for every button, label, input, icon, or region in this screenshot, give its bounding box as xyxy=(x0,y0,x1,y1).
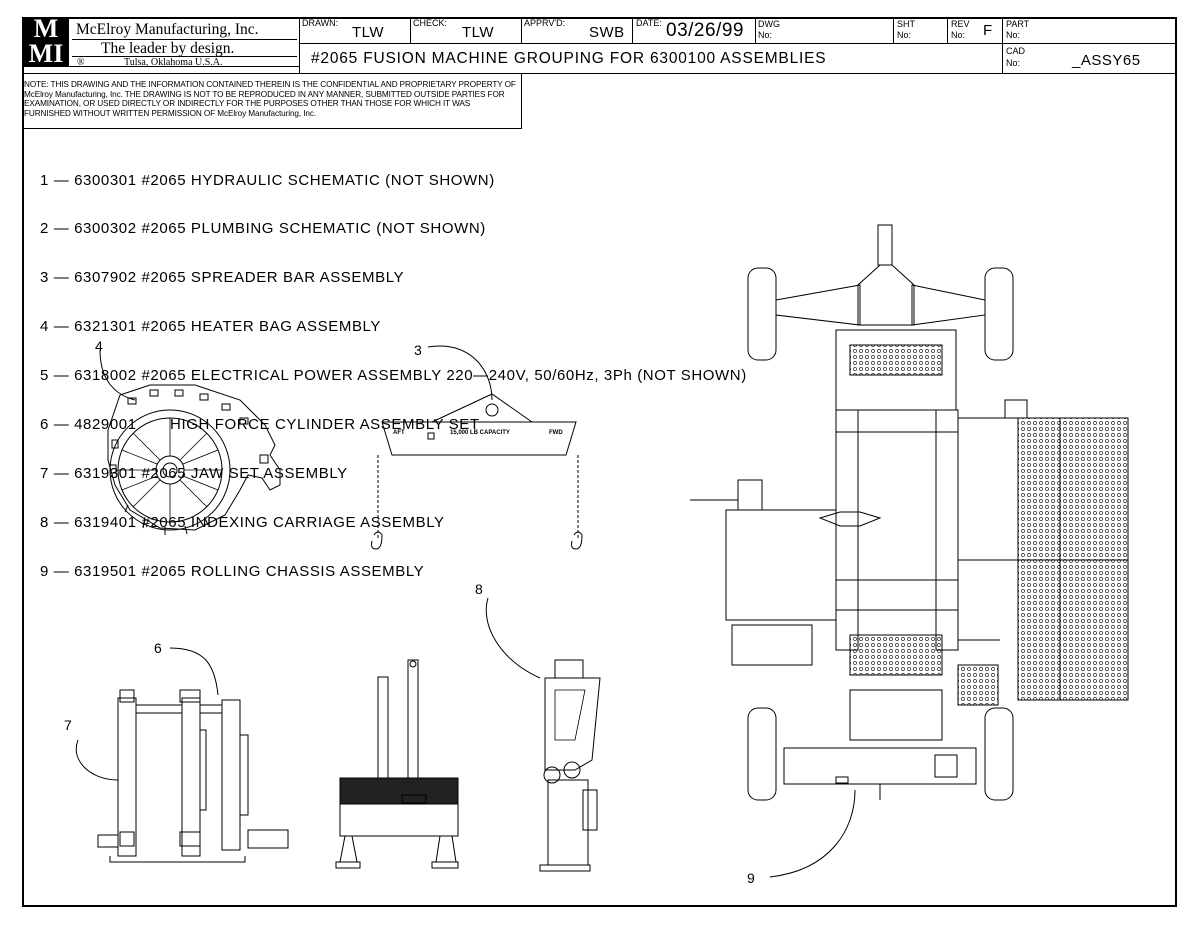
jaw-set-assembly xyxy=(97,689,289,863)
registered-mark: ® xyxy=(77,57,85,68)
callout-8: 8 xyxy=(475,581,483,597)
date-label: DATE: xyxy=(636,18,662,28)
check-label: CHECK: xyxy=(413,18,448,28)
apprvd-value: SWB xyxy=(589,24,625,41)
sht-label: SHT xyxy=(897,19,915,29)
check-value: TLW xyxy=(462,24,495,41)
rev-value: F xyxy=(983,22,993,39)
indexing-carriage-assembly xyxy=(539,659,601,872)
rev-no-label: No: xyxy=(951,30,966,40)
parts-list-item: 2 — 6300302 #2065 PLUMBING SCHEMATIC (NO… xyxy=(40,220,486,238)
leader-8 xyxy=(485,597,541,679)
drawn-label: DRAWN: xyxy=(302,18,339,28)
parts-list-item: 5 — 6318002 #2065 ELECTRICAL POWER ASSEM… xyxy=(40,367,747,385)
parts-list-item: 4 — 6321301 #2065 HEATER BAG ASSEMBLY xyxy=(40,318,381,336)
callout-6: 6 xyxy=(154,640,162,656)
company-name: McElroy Manufacturing, Inc. xyxy=(76,21,259,38)
confidential-note: NOTE: THIS DRAWING AND THE INFORMATION C… xyxy=(24,80,516,118)
callout-9: 9 xyxy=(747,870,755,886)
company-slogan: The leader by design. xyxy=(101,40,235,57)
dwg-no-label: No: xyxy=(758,30,773,40)
company-divider xyxy=(72,39,297,40)
dwg-label: DWG xyxy=(758,19,780,29)
spreader-capacity-label: 15,000 LB CAPACITY xyxy=(450,430,510,436)
parts-list-item: 8 — 6319401 #2065 INDEXING CARRIAGE ASSE… xyxy=(40,513,445,531)
rolling-chassis-assembly xyxy=(690,224,1129,801)
rev-label: REV xyxy=(951,19,970,29)
apprvd-label: APPRV'D: xyxy=(524,18,566,28)
leader-7 xyxy=(75,739,119,781)
cad-cell xyxy=(1002,43,1177,74)
parts-list-item: 3 — 6307902 #2065 SPREADER BAR ASSEMBLY xyxy=(40,269,405,287)
logo-mark: MM MI xyxy=(28,14,64,68)
leader-9 xyxy=(769,789,856,878)
company-divider-2 xyxy=(72,56,297,57)
callout-4: 4 xyxy=(95,338,103,354)
leader-4 xyxy=(99,349,136,401)
logo-block xyxy=(22,17,69,67)
drawn-value: TLW xyxy=(352,24,385,41)
parts-list-item: 6 — 4829001 HIGH FORCE CYLINDER ASSEMBLY… xyxy=(40,416,480,434)
note-box xyxy=(22,73,522,129)
spreader-fwd-label: FWD xyxy=(549,430,563,436)
spreader-bar-assembly xyxy=(371,393,583,550)
parts-list-item: 9 — 6319501 #2065 ROLLING CHASSIS ASSEMB… xyxy=(40,562,425,580)
callout-7: 7 xyxy=(64,717,72,733)
part-no-label: No: xyxy=(1006,30,1021,40)
callout-3: 3 xyxy=(414,342,422,358)
leader-3 xyxy=(427,345,493,401)
part-label: PART xyxy=(1006,19,1030,29)
drawing-title: #2065 FUSION MACHINE GROUPING FOR 630010… xyxy=(311,50,827,67)
parts-list: 1 — 6300301 #2065 HYDRAULIC SCHEMATIC (N… xyxy=(40,140,747,596)
date-value: 03/26/99 xyxy=(666,20,744,41)
leader-6 xyxy=(169,647,219,696)
cad-label: CAD xyxy=(1006,46,1026,56)
spreader-aft-label: AFT xyxy=(393,430,405,436)
sht-no-label: No: xyxy=(897,30,912,40)
company-location: Tulsa, Oklahoma U.S.A. xyxy=(124,57,223,68)
cad-value: _ASSY65 xyxy=(1072,52,1141,69)
parts-list-item: 1 — 6300301 #2065 HYDRAULIC SCHEMATIC (N… xyxy=(40,171,495,189)
heater-bag-assembly xyxy=(107,384,281,535)
cad-no-label: No: xyxy=(1006,58,1021,68)
drawing-border xyxy=(22,17,1177,907)
carriage-front-view xyxy=(335,659,459,869)
